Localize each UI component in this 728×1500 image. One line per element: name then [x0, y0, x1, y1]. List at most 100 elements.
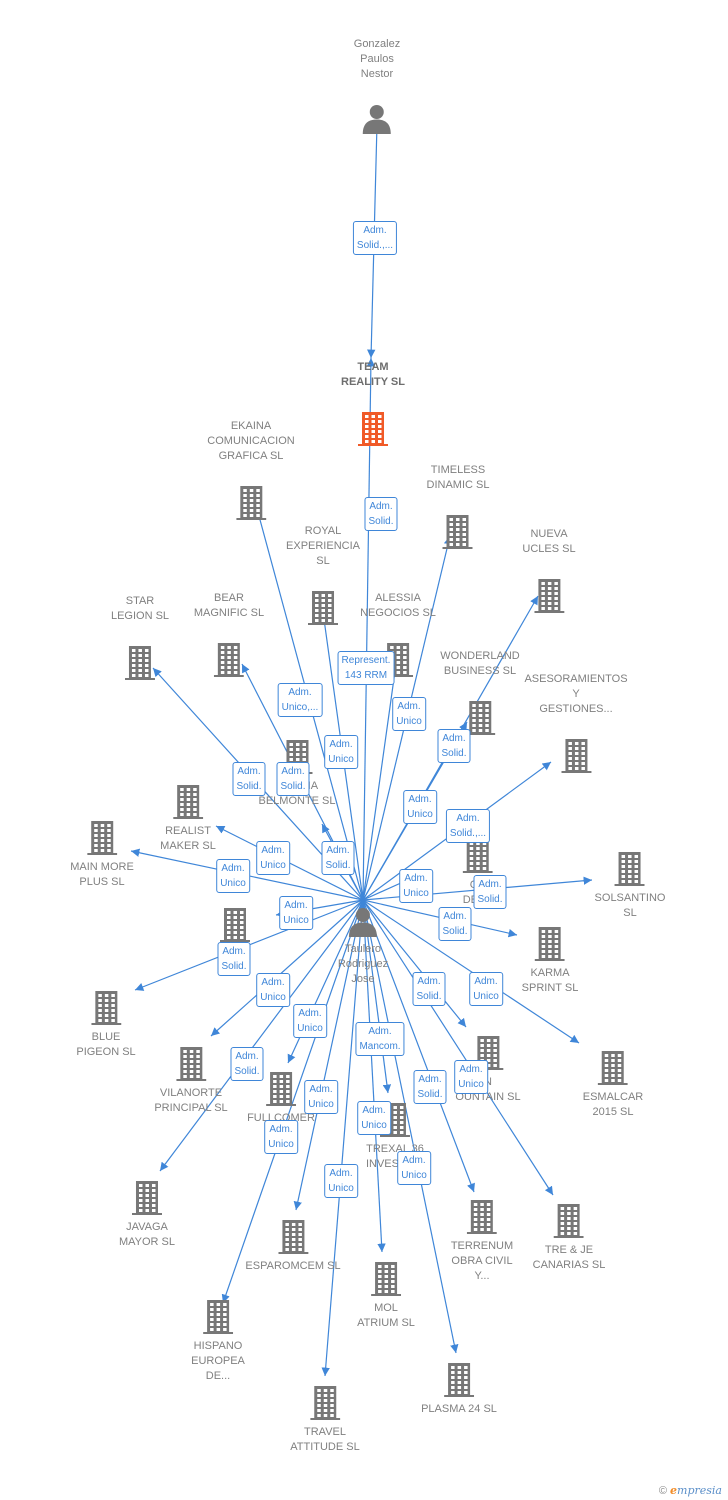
- company-node-karma[interactable]: KARMA SPRINT SL: [521, 927, 579, 996]
- relation-label-star[interactable]: Adm. Solid.: [232, 762, 266, 796]
- company-name-bear[interactable]: BEAR MAGNIFIC SL: [193, 592, 265, 619]
- relation-label-mainmore[interactable]: Adm. Unico: [216, 859, 250, 893]
- relation-label-molina[interactable]: Adm. Solid.: [321, 841, 355, 875]
- brand-logo[interactable]: empresia: [670, 1484, 722, 1497]
- company-node-ekaina[interactable]: EKAINA COMUNICACION GRAFICA SL: [207, 419, 295, 525]
- building-icon[interactable]: [220, 908, 250, 947]
- company-name-mol[interactable]: MOL ATRIUM SL: [357, 1302, 415, 1329]
- relation-label-vilanorte[interactable]: Adm. Unico: [256, 973, 290, 1007]
- building-icon[interactable]: [370, 1262, 401, 1301]
- company-node-alessia[interactable]: ALESSIA NEGOCIOS SL: [360, 591, 436, 682]
- company-name-terrenum[interactable]: TERRENUM OBRA CIVIL Y...: [450, 1240, 514, 1282]
- relation-label-solsantino[interactable]: Adm. Solid.: [473, 875, 507, 909]
- company-name-vilanorte[interactable]: VILANORTE PRINCIPAL SL: [154, 1087, 228, 1114]
- building-icon[interactable]: [124, 646, 155, 685]
- company-name-esparomcem[interactable]: ESPAROMCEM SL: [245, 1260, 341, 1272]
- company-node-team[interactable]: TEAM REALITY SL: [341, 360, 405, 451]
- company-name-blue[interactable]: BLUE PIGEON SL: [76, 1031, 136, 1058]
- company-name-mainmore[interactable]: MAIN MORE PLUS SL: [70, 861, 134, 888]
- relation-label-s_l[interactable]: Adm. Unico: [279, 896, 313, 930]
- building-icon[interactable]: [535, 927, 565, 966]
- company-node-mol[interactable]: MOL ATRIUM SL: [357, 1262, 415, 1331]
- person-node-gpn[interactable]: Gonzalez Paulos Nestor: [354, 37, 400, 139]
- relation-label-hispano[interactable]: Adm. Unico: [264, 1120, 298, 1154]
- relation-label-mol[interactable]: Adm. Unico: [357, 1101, 391, 1135]
- building-icon[interactable]: [615, 852, 645, 891]
- company-node-bear[interactable]: BEAR MAGNIFIC SL: [194, 591, 264, 682]
- company-name-treje[interactable]: TRE & JE CANARIAS SL: [532, 1244, 606, 1271]
- relation-label-esmalcar[interactable]: Adm. Unico: [469, 972, 503, 1006]
- relation-label-treje[interactable]: Adm. Unico: [454, 1060, 488, 1094]
- company-node-nueva[interactable]: NUEVA UCLES SL: [522, 527, 576, 618]
- building-icon[interactable]: [464, 701, 495, 740]
- building-icon[interactable]: [175, 1047, 206, 1086]
- relation-label-plasma[interactable]: Adm. Unico: [397, 1151, 431, 1185]
- company-name-wonderland[interactable]: WONDERLAND BUSINESS SL: [440, 650, 520, 677]
- building-icon[interactable]: [463, 839, 493, 878]
- company-name-nueva[interactable]: NUEVA UCLES SL: [522, 528, 576, 555]
- company-node-treje[interactable]: TRE & JE CANARIAS SL: [532, 1204, 606, 1273]
- building-icon[interactable]: [598, 1051, 628, 1090]
- relation-label-esparomcem[interactable]: Adm. Unico: [304, 1080, 338, 1114]
- building-icon[interactable]: [443, 1363, 474, 1402]
- company-node-mainmore[interactable]: MAIN MORE PLUS SL: [70, 821, 134, 890]
- building-icon[interactable]: [533, 579, 564, 618]
- focus-building-icon[interactable]: [357, 412, 388, 451]
- company-node-travel[interactable]: TRAVEL ATTITUDE SL: [290, 1386, 360, 1455]
- building-icon[interactable]: [266, 1072, 296, 1111]
- relation-label-ekaina[interactable]: Adm. Unico,...: [277, 683, 323, 717]
- relation-label-team[interactable]: Adm. Solid.,...: [352, 221, 398, 255]
- company-node-solsantino[interactable]: SOLSANTINO SL: [594, 852, 666, 921]
- company-name-team[interactable]: TEAM REALITY SL: [341, 361, 405, 388]
- company-node-javaga[interactable]: JAVAGA MAYOR SL: [119, 1181, 175, 1250]
- company-name-ekaina[interactable]: EKAINA COMUNICACION GRAFICA SL: [207, 420, 295, 462]
- relation-label-trexal[interactable]: Adm. Mancom.: [355, 1022, 405, 1056]
- company-node-realist[interactable]: REALIST MAKER SL: [160, 785, 216, 854]
- company-name-asesor[interactable]: ASESORAMIENTOS Y GESTIONES...: [524, 673, 628, 715]
- company-node-timeless[interactable]: TIMELESS DINAMIC SL: [427, 463, 489, 554]
- relation-label-defo[interactable]: Adm. Unico: [399, 869, 433, 903]
- building-icon[interactable]: [202, 1300, 233, 1339]
- company-name-karma[interactable]: KARMA SPRINT SL: [521, 967, 579, 994]
- person-node-trj[interactable]: Taulero Rodriguez Jose: [338, 907, 388, 987]
- relation-label-bear[interactable]: Adm. Solid.: [276, 762, 310, 796]
- building-icon[interactable]: [560, 739, 591, 778]
- company-node-mountain[interactable]: N OUNTAIN SL: [455, 1036, 521, 1105]
- building-icon[interactable]: [172, 785, 203, 824]
- company-node-asesor[interactable]: ASESORAMIENTOS Y GESTIONES...: [524, 672, 628, 778]
- person-name-trj[interactable]: Taulero Rodriguez Jose: [337, 943, 389, 985]
- relation-label-terrenum[interactable]: Adm. Solid.: [413, 1070, 447, 1104]
- building-icon[interactable]: [87, 821, 117, 860]
- person-icon[interactable]: [348, 907, 378, 942]
- company-name-esmalcar[interactable]: ESMALCAR 2015 SL: [582, 1091, 644, 1118]
- relation-label-realist[interactable]: Adm. Unico: [256, 841, 290, 875]
- company-node-royal[interactable]: ROYAL EXPERIENCIA SL: [286, 524, 360, 630]
- relation-label-team[interactable]: Adm. Solid.: [364, 497, 398, 531]
- company-name-solsantino[interactable]: SOLSANTINO SL: [594, 892, 666, 919]
- company-node-esmalcar[interactable]: ESMALCAR 2015 SL: [582, 1051, 644, 1120]
- company-node-vilanorte[interactable]: VILANORTE PRINCIPAL SL: [154, 1047, 228, 1116]
- company-name-plasma[interactable]: PLASMA 24 SL: [421, 1403, 497, 1415]
- relation-label-blue[interactable]: Adm. Solid.: [217, 942, 251, 976]
- relation-label-timeless[interactable]: Adm. Unico: [392, 697, 426, 731]
- relation-label-nueva[interactable]: Adm. Solid.: [437, 729, 471, 763]
- building-icon[interactable]: [309, 1386, 340, 1425]
- building-icon[interactable]: [554, 1204, 584, 1243]
- company-node-esparomcem[interactable]: ESPAROMCEM SL: [245, 1220, 341, 1274]
- company-name-travel[interactable]: TRAVEL ATTITUDE SL: [290, 1426, 360, 1453]
- person-icon[interactable]: [362, 104, 392, 139]
- company-name-hispano[interactable]: HISPANO EUROPEA DE...: [191, 1340, 245, 1382]
- building-icon[interactable]: [308, 591, 338, 630]
- relation-label-mountain[interactable]: Adm. Solid.: [412, 972, 446, 1006]
- company-node-terrenum[interactable]: TERRENUM OBRA CIVIL Y...: [451, 1200, 513, 1284]
- company-name-mountain[interactable]: N OUNTAIN SL: [455, 1076, 521, 1103]
- building-icon[interactable]: [132, 1181, 162, 1220]
- building-icon[interactable]: [90, 991, 121, 1030]
- relation-label-wonderland[interactable]: Adm. Unico: [403, 790, 437, 824]
- company-node-star[interactable]: STAR LEGION SL: [111, 594, 169, 685]
- company-node-wonderland[interactable]: WONDERLAND BUSINESS SL: [440, 649, 520, 740]
- company-node-hispano[interactable]: HISPANO EUROPEA DE...: [191, 1300, 245, 1384]
- relation-label-javaga[interactable]: Adm. Solid.: [230, 1047, 264, 1081]
- company-node-blue[interactable]: BLUE PIGEON SL: [76, 991, 136, 1060]
- building-icon[interactable]: [467, 1200, 497, 1239]
